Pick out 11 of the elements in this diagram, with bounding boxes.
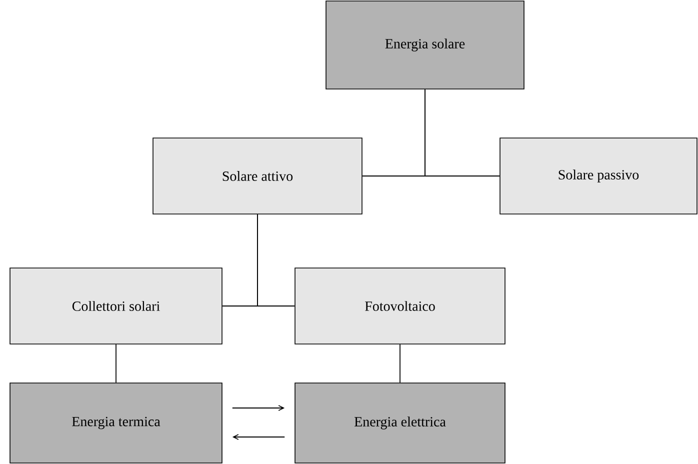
connector-line <box>424 88 500 176</box>
arrow <box>232 434 286 440</box>
process-box: Solare attivo <box>152 138 362 214</box>
process-box: Fotovoltaico <box>294 268 506 344</box>
process-box: Solare passivo <box>500 138 698 214</box>
process-box: Energia solare <box>326 0 524 90</box>
process-box: Collettori solari <box>10 268 222 344</box>
process-box: Energia elettrica <box>294 382 506 464</box>
connector-line <box>257 214 296 306</box>
arrow <box>232 405 285 411</box>
process-box: Energia termica <box>10 382 222 464</box>
